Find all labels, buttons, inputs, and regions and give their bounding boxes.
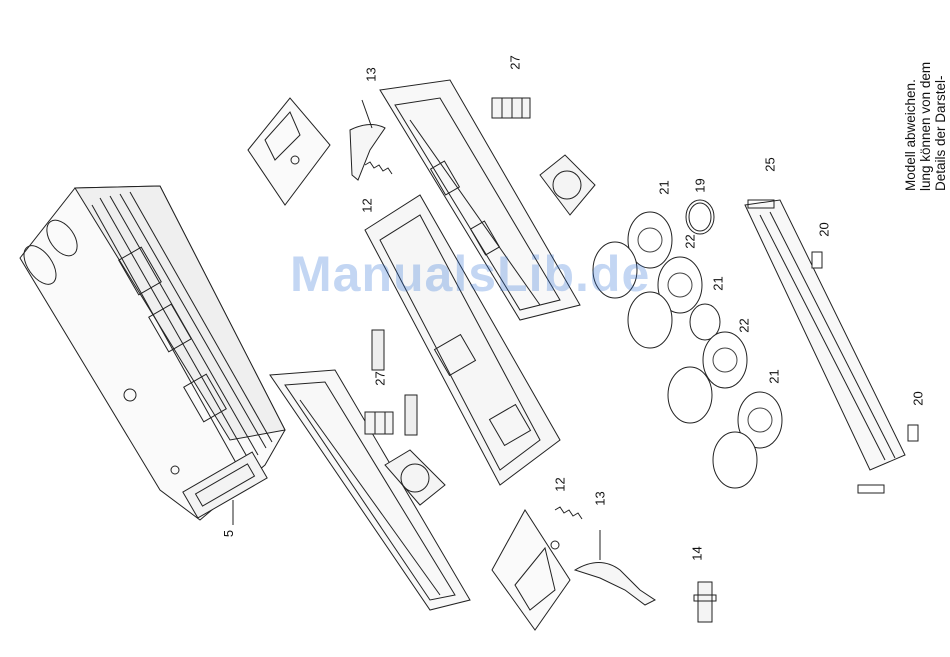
label-part-25: 25 [763,157,778,171]
disclaimer-line-2: lung können von dem [918,16,933,191]
label-part-19: 19 [693,178,708,192]
label-part-21-c: 21 [767,369,782,383]
coupling-part-lower [365,412,393,434]
disclaimer-note: Details der Darstel- lung können von dem… [868,16,948,191]
label-part-20-upper: 20 [817,222,832,236]
disclaimer-line-3: Modell abweichen. [903,16,918,191]
label-part-13-lower: 13 [593,491,608,505]
label-part-14: 14 [690,546,705,560]
cover-plate-upper [248,98,330,205]
label-part-12-upper: 12 [360,198,375,212]
label-part-5: 5 [221,530,236,537]
motor-mount-upper [540,155,595,215]
label-part-27-lower: 27 [373,371,388,385]
watermark: ManualsLib.de [290,245,650,303]
label-part-21-a: 21 [657,180,672,194]
coupling-part-upper [492,98,530,118]
spring-lower [555,507,582,519]
label-part-22-a: 22 [683,234,698,248]
label-part-12-lower: 12 [553,477,568,491]
lever-upper [350,100,385,180]
label-part-27-upper: 27 [508,55,523,69]
label-part-20-lower: 20 [911,391,926,405]
spring-upper [365,162,392,174]
label-part-22-b: 22 [737,318,752,332]
chassis-frame-lower [270,370,470,610]
lever-lower [575,530,655,605]
coupling-hook-part [694,582,716,622]
disclaimer-line-1: Details der Darstel- [933,16,948,191]
label-part-21-b: 21 [711,276,726,290]
body-shell-part [18,186,285,525]
side-frame-right [745,200,905,493]
label-part-13-upper: 13 [364,67,379,81]
cover-plate-lower [492,510,570,630]
ring-part [686,200,714,234]
